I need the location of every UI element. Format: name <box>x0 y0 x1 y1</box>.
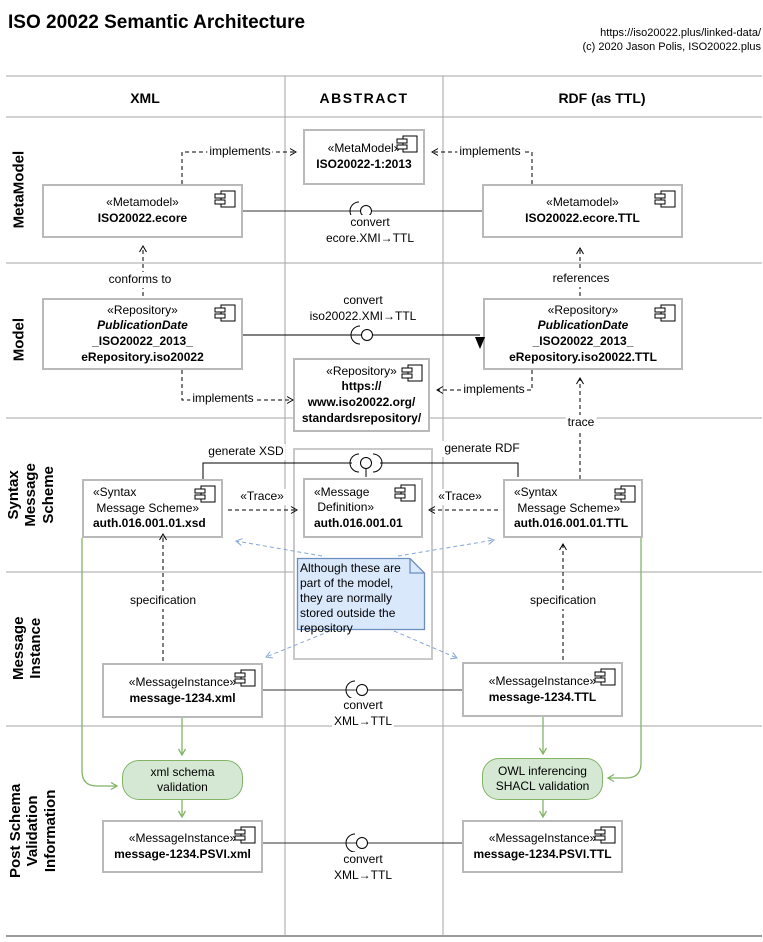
edge-label-implements: implements <box>207 144 273 160</box>
component-name: _ISO20022_2013_ eRepository.iso20022.TTL <box>509 334 657 364</box>
component-name: message-1234.TTL <box>488 689 597 704</box>
edge-label-convert-xml: convert XML→TTL <box>331 852 395 884</box>
component-erepository-iso20022: «Repository» PublicationDate _ISO20022_2… <box>42 298 243 370</box>
component-icon <box>394 484 416 502</box>
component-message-psvi-xml: «MessageInstance» message-1234.PSVI.xml <box>102 820 263 873</box>
edge-label-specification: specification <box>127 593 199 609</box>
stereotype: «Repository» <box>547 302 619 317</box>
assembly-connector-iso20022 <box>350 325 373 345</box>
component-icon <box>594 668 616 686</box>
component-icon <box>654 190 676 208</box>
component-icon <box>396 135 418 153</box>
component-name: ISO20022.ecore.TTL <box>525 211 640 225</box>
edge-label-references: references <box>550 271 612 287</box>
component-name: https:// www.iso20022.org/ standardsrepo… <box>301 379 422 425</box>
edge-label-generate-rdf: generate RDF <box>442 441 522 457</box>
row-label-message-instance: Message Instance <box>9 616 44 680</box>
stereotype: «MessageInstance» <box>488 673 597 688</box>
component-standards-repository: «Repository» https:// www.iso20022.org/ … <box>293 358 430 432</box>
component-message-xml: «MessageInstance» message-1234.xml <box>102 663 263 718</box>
credit-copyright: (c) 2020 Jason Polis, ISO20022.plus <box>582 41 761 54</box>
component-message-ttl: «MessageInstance» message-1234.TTL <box>462 662 623 717</box>
component-erepository-iso20022-ttl: «Repository» PublicationDate _ISO20022_2… <box>483 298 683 370</box>
assembly-connector-message <box>345 680 368 700</box>
stereotype: «Metamodel» <box>106 195 179 210</box>
edge-label-trace-stereotype: «Trace» <box>238 489 286 505</box>
column-header-abstract: ABSTRACT <box>319 90 409 106</box>
component-name: message-1234.xml <box>129 690 236 705</box>
row-label-post-schema-validation: Post Schema Validation Information <box>7 783 59 878</box>
stereotype: «MessageInstance» <box>128 830 237 845</box>
edge-label-trace: trace <box>565 415 597 431</box>
component-icon <box>194 485 216 503</box>
component-name: auth.016.001.01.TTL <box>514 516 629 531</box>
component-iso20022-ecore-ttl: «Metamodel» ISO20022.ecore.TTL <box>482 184 683 238</box>
edge-label-convert-xml: convert XML→TTL <box>331 698 395 730</box>
assembly-connector-psvi <box>345 833 368 853</box>
component-iso20022-ecore: «Metamodel» ISO20022.ecore <box>42 184 243 238</box>
stereotype: «MetaModel» <box>327 141 401 156</box>
component-icon <box>401 364 423 382</box>
row-label-syntax-message-scheme: Syntax Message Scheme <box>5 463 57 527</box>
column-header-xml: XML <box>130 90 160 106</box>
component-message-psvi-ttl: «MessageInstance» message-1234.PSVI.TTL <box>462 820 623 873</box>
edge-label-generate-xsd: generate XSD <box>206 444 286 460</box>
component-auth-xsd: «Syntax Message Scheme» auth.016.001.01.… <box>82 479 223 538</box>
edge-label-implements: implements <box>457 144 523 160</box>
note-text: Although these are part of the model, th… <box>300 561 401 635</box>
stereotype: «MessageInstance» <box>128 674 237 689</box>
component-name: auth.016.001.01.xsd <box>93 516 206 531</box>
edge-label-trace-stereotype: «Trace» <box>436 489 484 505</box>
component-message-definition: «Message Definition» auth.016.001.01 <box>303 478 423 538</box>
component-icon <box>234 669 256 687</box>
credit-url: https://iso20022.plus/linked-data/ <box>600 27 761 39</box>
component-name: ISO20022.ecore <box>97 211 188 225</box>
component-name: message-1234.PSVI.TTL <box>473 846 612 861</box>
edge-label-conforms-to: conforms to <box>106 272 174 288</box>
stereotype: «MessageInstance» <box>488 830 597 845</box>
edge-label-convert-iso: convert iso20022.XMI→TTL <box>307 293 419 325</box>
page-title: ISO 20022 Semantic Architecture <box>8 12 306 33</box>
xml-schema-validation-box: xml schema validation <box>122 760 243 800</box>
edge-label-implements: implements <box>461 382 527 398</box>
owl-shacl-validation-box: OWL inferencing SHACL validation <box>482 758 603 800</box>
stereotype: «Syntax Message Scheme» <box>514 485 621 515</box>
stereotype: «Syntax Message Scheme» <box>93 485 200 515</box>
component-icon <box>214 190 236 208</box>
component-iso20022-1-2013: «MetaModel» ISO20022-1:2013 <box>303 129 425 185</box>
row-label-metamodel: MetaModel <box>10 150 28 229</box>
stereotype: «Repository» <box>107 302 178 317</box>
component-name-italic: PublicationDate <box>97 318 188 333</box>
column-header-rdf: RDF (as TTL) <box>558 90 646 106</box>
edge-label-convert-ecore: convert ecore.XMI→TTL <box>323 215 417 247</box>
component-name-italic: PublicationDate <box>537 318 629 333</box>
stereotype: «Repository» <box>326 363 397 378</box>
stereotype: «Message Definition» <box>314 484 375 515</box>
credit-text: https://iso20022.plus/linked-data/ (c) 2… <box>582 26 761 55</box>
edge-xsd-to-validation <box>81 538 119 791</box>
component-icon <box>614 485 636 503</box>
component-name: message-1234.PSVI.xml <box>114 846 251 861</box>
component-icon <box>214 304 236 322</box>
edge-label-implements: implements <box>190 391 256 407</box>
component-icon <box>594 826 616 844</box>
component-name: _ISO20022_2013_ eRepository.iso20022 <box>81 334 204 364</box>
stereotype: «Metamodel» <box>546 195 619 210</box>
component-icon <box>234 826 256 844</box>
component-auth-ttl: «Syntax Message Scheme» auth.016.001.01.… <box>503 479 643 538</box>
component-icon <box>654 304 676 322</box>
edge-authttl-to-validation <box>606 538 642 783</box>
component-name: ISO20022-1:2013 <box>316 157 412 171</box>
row-label-model: Model <box>10 317 28 362</box>
component-name: auth.016.001.01 <box>314 515 403 530</box>
edge-label-specification: specification <box>527 593 599 609</box>
